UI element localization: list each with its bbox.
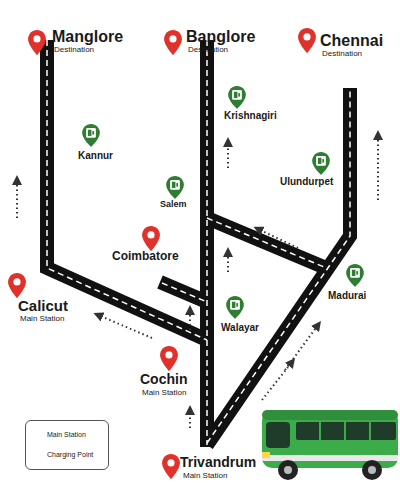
place-name: Chennai [320, 32, 383, 50]
place-name: Manglore [52, 28, 123, 46]
charging-name: Madurai [328, 290, 366, 301]
place-type: Destination [54, 46, 94, 55]
place-type: Destination [188, 46, 228, 55]
place-name: Banglore [186, 28, 255, 46]
legend-box [25, 420, 109, 470]
place-type: Main Station [20, 315, 64, 324]
charging-name: Kannur [78, 150, 113, 161]
charging-name: Krishnagiri [224, 110, 277, 121]
place-name: Calicut [18, 298, 68, 315]
direction-arrow [17, 135, 378, 428]
charging-icon [82, 86, 364, 319]
charging-name: Walayar [221, 322, 259, 333]
place-type: Main Station [142, 389, 186, 398]
place-type: Destination [322, 50, 362, 59]
charging-name: Ulundurpet [280, 176, 333, 187]
place-name: Cochin [140, 372, 187, 387]
place-name: Coimbatore [112, 250, 179, 263]
place-name: Trivandrum [180, 455, 256, 470]
road [47, 40, 350, 447]
road-marking [47, 40, 350, 445]
legend-text: Charging Point [47, 451, 93, 459]
place-type: Main Station [183, 472, 227, 481]
legend-text: Main Station [47, 431, 86, 439]
charging-name: Salem [160, 200, 187, 210]
bus-illustration [262, 410, 398, 480]
